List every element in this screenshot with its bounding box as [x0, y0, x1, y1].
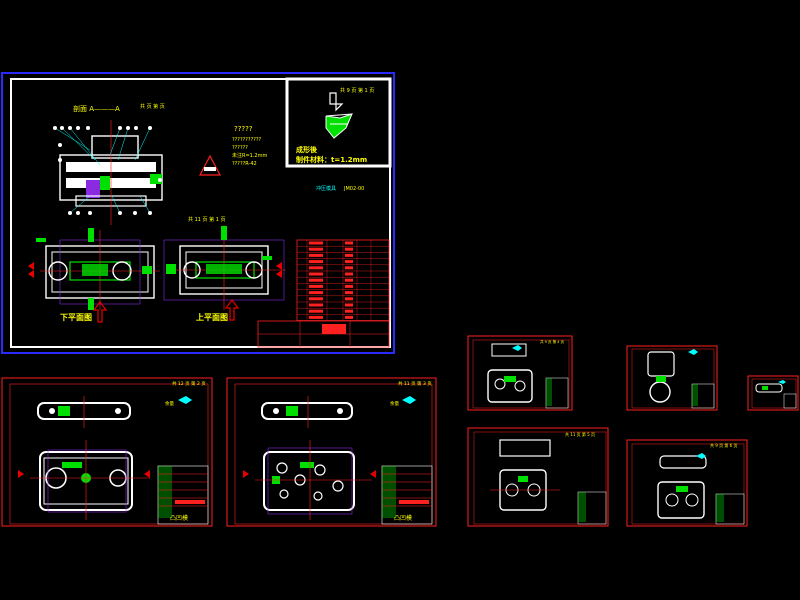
tech-note-3: 未注R=1.2mm: [232, 152, 267, 159]
sub-sheet-4: [626, 345, 718, 411]
sub-sheet-7-page-label: 共 9 页 第 6 页: [710, 442, 737, 448]
upper-cut-arrow-icon: [224, 299, 240, 321]
stamp-label: 冲压模具: [316, 185, 336, 192]
sub-sheet-3: 共 9 页 第 4 页: [467, 335, 573, 411]
sub-sheet-2: 共 11 页 第 3 页 余量 凸凹模: [226, 377, 437, 527]
sub-sheet-2-note: 余量: [390, 400, 399, 407]
main-assembly-sheet: 共 9 页 第 1 页 成形後 制件材料：t=1.2mm 冲压模具 JM02-0…: [1, 72, 395, 354]
sub-sheet-1-note: 余量: [165, 400, 174, 407]
sub-sheet-1-page-label: 共 12 页 第 2 页: [172, 380, 206, 387]
product-label: 成形後: [296, 145, 318, 154]
tech-note-2: ??????: [232, 145, 248, 151]
page-label: 共 页 第 页: [140, 103, 165, 110]
upper-page-label: 共 11 页 第 1 页: [188, 216, 226, 223]
sub-sheet-3-page-label: 共 9 页 第 4 页: [540, 339, 565, 344]
sub-sheet-2-title-block: 凸凹模: [381, 465, 433, 525]
sub-sheet-2-name-label: 凸凹模: [394, 514, 412, 522]
sub-sheet-6-page-label: 共 11 页 第 5 页: [565, 431, 595, 437]
sub-sheet-7: 共 9 页 第 6 页: [626, 439, 748, 527]
tech-note-1: ???????????: [232, 137, 262, 143]
sub-sheet-1: 共 12 页 第 2 页 余量 凸凹模: [1, 377, 213, 527]
main-sheet-inner-frame: [10, 78, 391, 348]
warning-triangle-icon: [199, 154, 221, 176]
sub-sheet-1-title-block: 凸凹模: [157, 465, 209, 525]
side-cut-marks-icon: [28, 262, 282, 278]
sub-sheet-1-name-label: 凸凹模: [170, 514, 188, 522]
tech-note-title: ?????: [234, 125, 253, 133]
sub-sheet-6: 共 11 页 第 5 页: [467, 427, 609, 527]
upper-view-label: 上平面图: [196, 312, 228, 322]
sheet-page-label: 共 9 页 第 1 页: [340, 87, 374, 94]
upper-plane-view: [163, 225, 286, 310]
lower-cut-arrow-icon: [92, 301, 108, 323]
stamp-code: JM02-00: [343, 186, 364, 192]
product-part-icon: [325, 92, 353, 139]
bill-of-materials-table: [257, 239, 390, 348]
tech-note-4: ?????R-42: [232, 161, 257, 167]
main-sheet-outer-frame: [1, 72, 395, 354]
section-label: 剖面 A———A: [73, 104, 120, 113]
sub-sheet-2-page-label: 共 11 页 第 3 页: [398, 380, 432, 387]
material-label: 制件材料：t=1.2mm: [296, 155, 367, 164]
lower-view-label: 下平面图: [60, 313, 92, 322]
product-view-box: [285, 77, 392, 168]
lower-plane-view: [36, 228, 160, 310]
section-view-drawing: [53, 120, 163, 225]
sub-sheet-5: [747, 375, 799, 411]
